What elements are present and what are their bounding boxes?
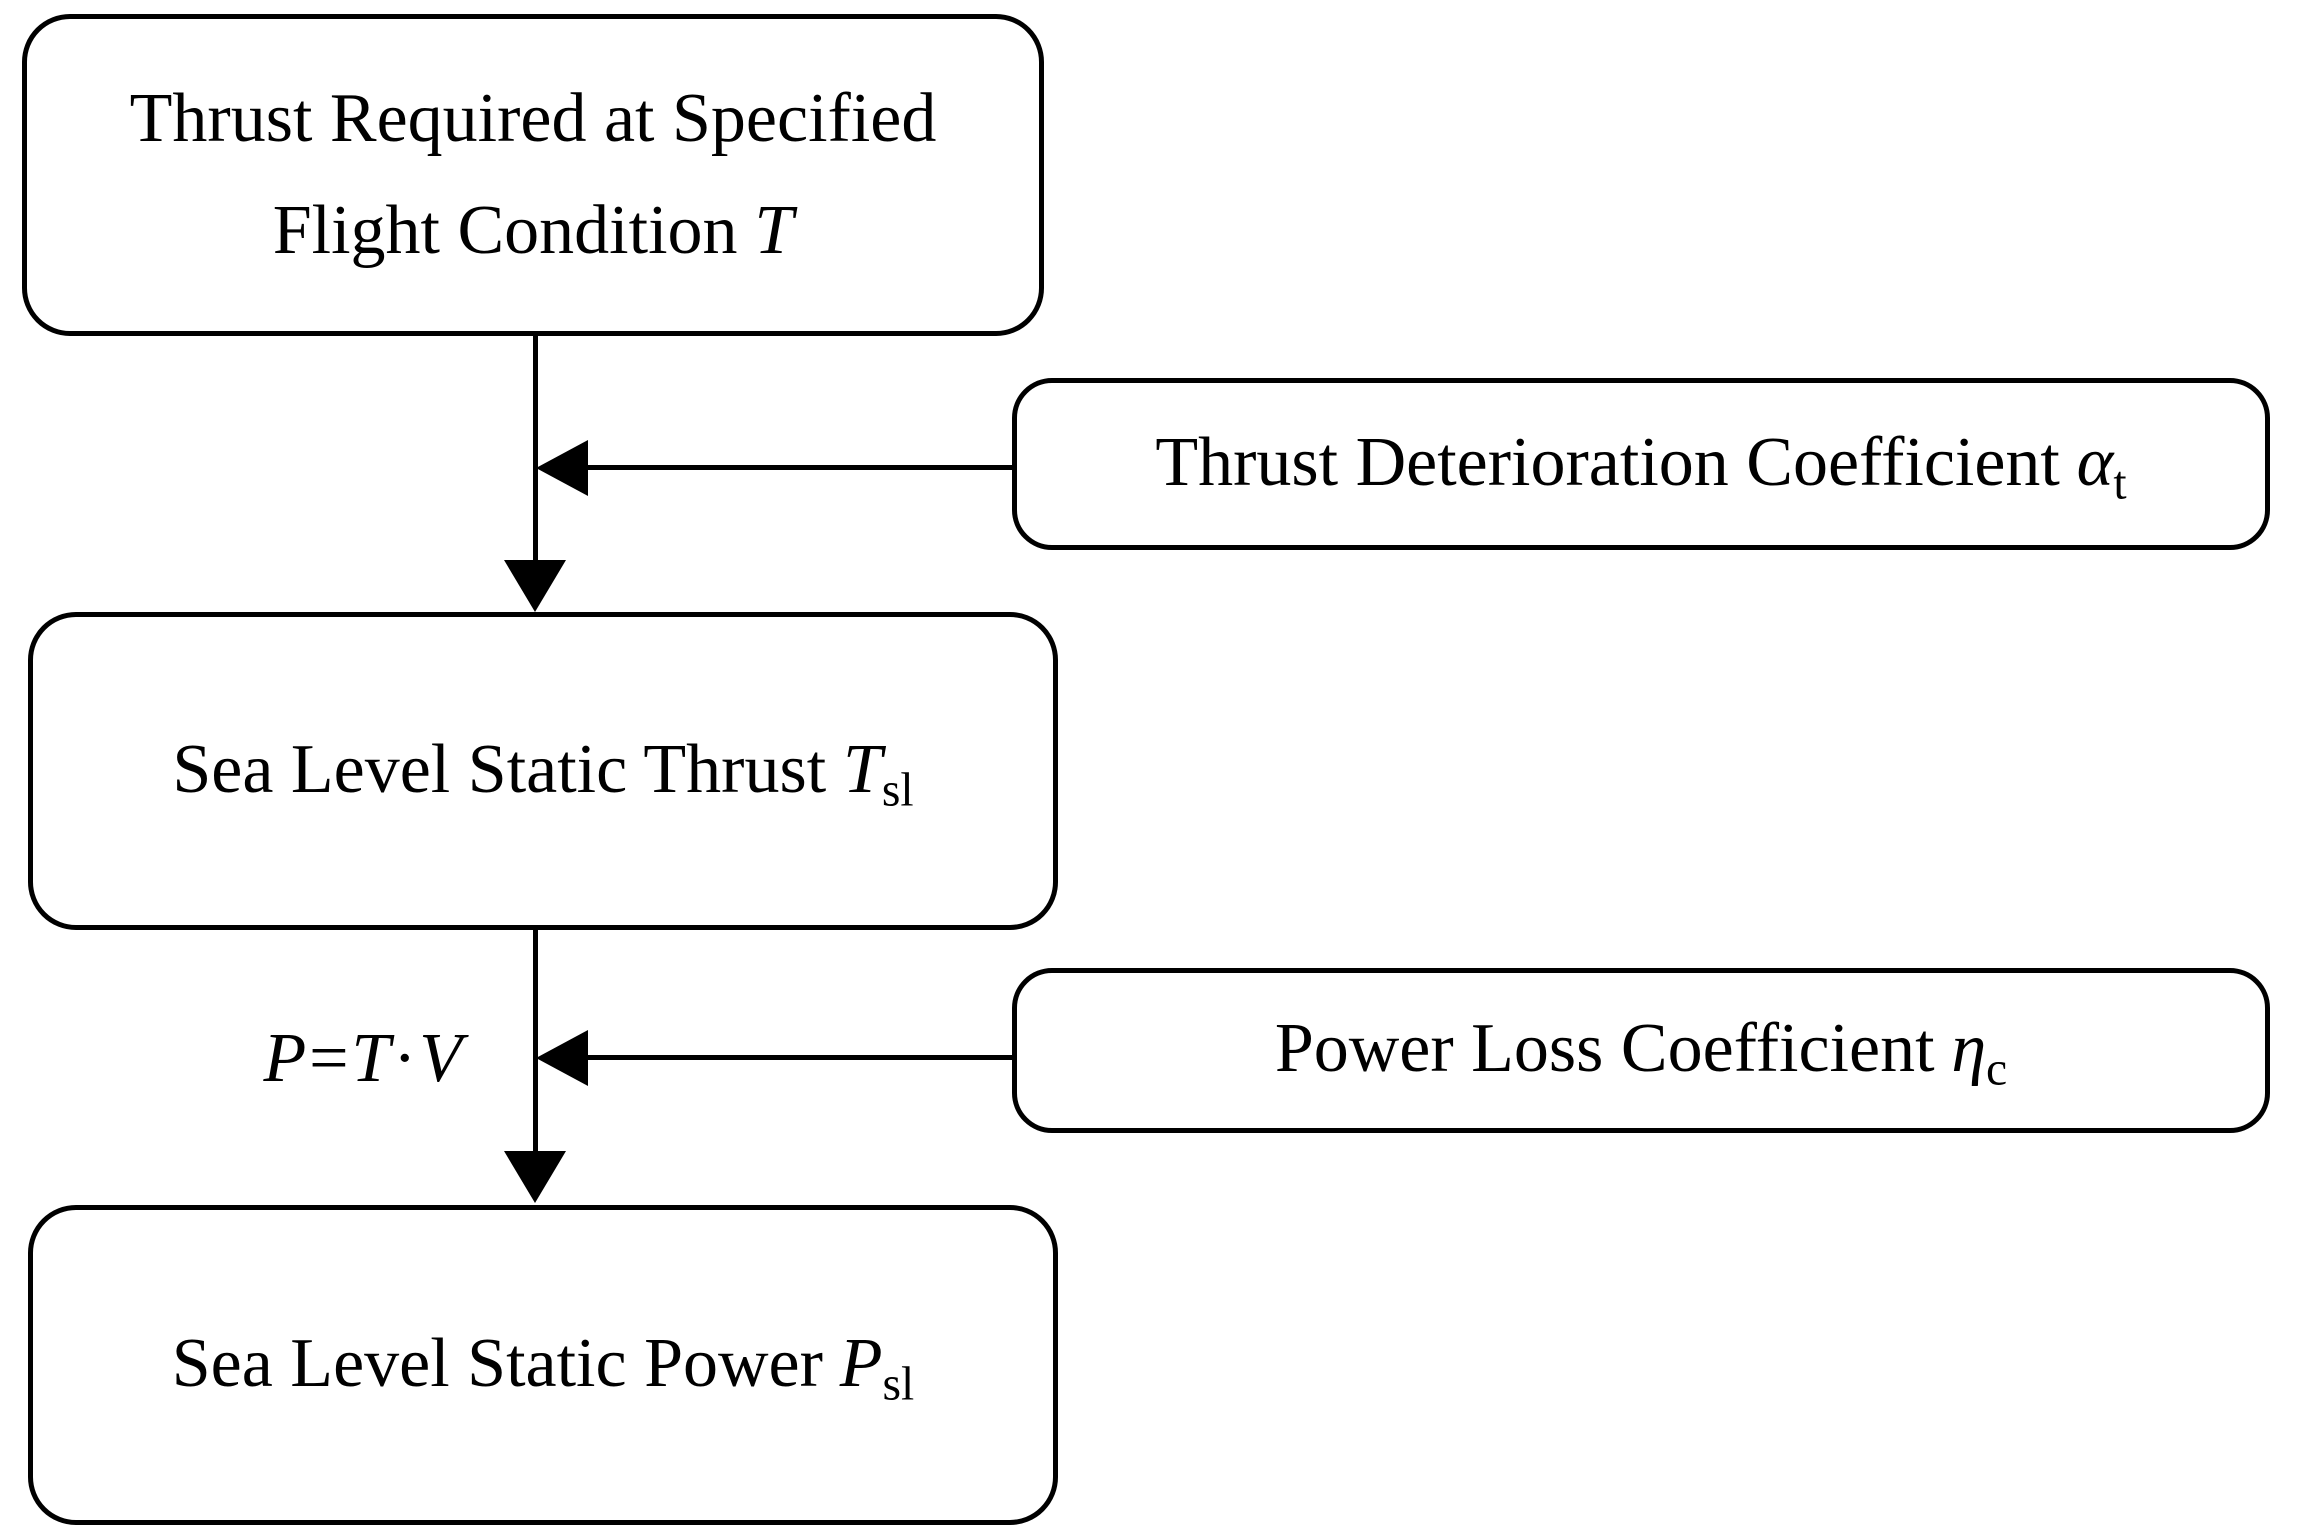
left-arrowhead-icon bbox=[536, 440, 588, 496]
variable-T-sl: T bbox=[842, 730, 882, 808]
thrust-deterioration-text: Thrust Deterioration Coefficient bbox=[1155, 423, 2060, 501]
equation-P: P bbox=[263, 1020, 307, 1097]
down-arrowhead-icon bbox=[504, 560, 566, 612]
variable-alpha-subscript: t bbox=[2113, 457, 2127, 510]
node-thrust-required-label: Thrust Required at Specified Flight Cond… bbox=[130, 63, 937, 287]
power-equation-label: P=T·V bbox=[150, 1019, 462, 1099]
variable-eta-subscript: c bbox=[1986, 1043, 2008, 1096]
sls-thrust-text: Sea Level Static Thrust bbox=[172, 730, 827, 808]
variable-eta: η bbox=[1951, 1010, 1987, 1088]
flow-line-deterioration-input bbox=[588, 465, 1012, 470]
equation-V: V bbox=[419, 1020, 462, 1097]
equation-T: T bbox=[351, 1020, 391, 1097]
node-thrust-required: Thrust Required at Specified Flight Cond… bbox=[22, 14, 1044, 336]
down-arrowhead-icon bbox=[504, 1151, 566, 1203]
variable-P-sl: P bbox=[839, 1324, 883, 1402]
variable-T-sl-subscript: sl bbox=[881, 764, 914, 817]
variable-T: T bbox=[754, 192, 794, 269]
power-loss-text: Power Loss Coefficient bbox=[1274, 1010, 1935, 1088]
left-arrowhead-icon bbox=[536, 1030, 588, 1086]
flow-line-sls-thrust-to-sls-power bbox=[533, 930, 538, 1153]
flow-line-thrust-to-sls-thrust bbox=[533, 336, 538, 562]
variable-alpha: α bbox=[2076, 423, 2114, 501]
multiplication-dot: · bbox=[393, 1020, 417, 1097]
variable-P-sl-subscript: sl bbox=[882, 1358, 915, 1411]
flow-line-power-loss-input bbox=[588, 1055, 1012, 1060]
equals-sign: = bbox=[309, 1020, 349, 1097]
node-thrust-required-line2: Flight Condition bbox=[272, 192, 738, 269]
sls-power-text: Sea Level Static Power bbox=[171, 1324, 823, 1402]
node-thrust-required-line1: Thrust Required at Specified bbox=[129, 80, 937, 157]
